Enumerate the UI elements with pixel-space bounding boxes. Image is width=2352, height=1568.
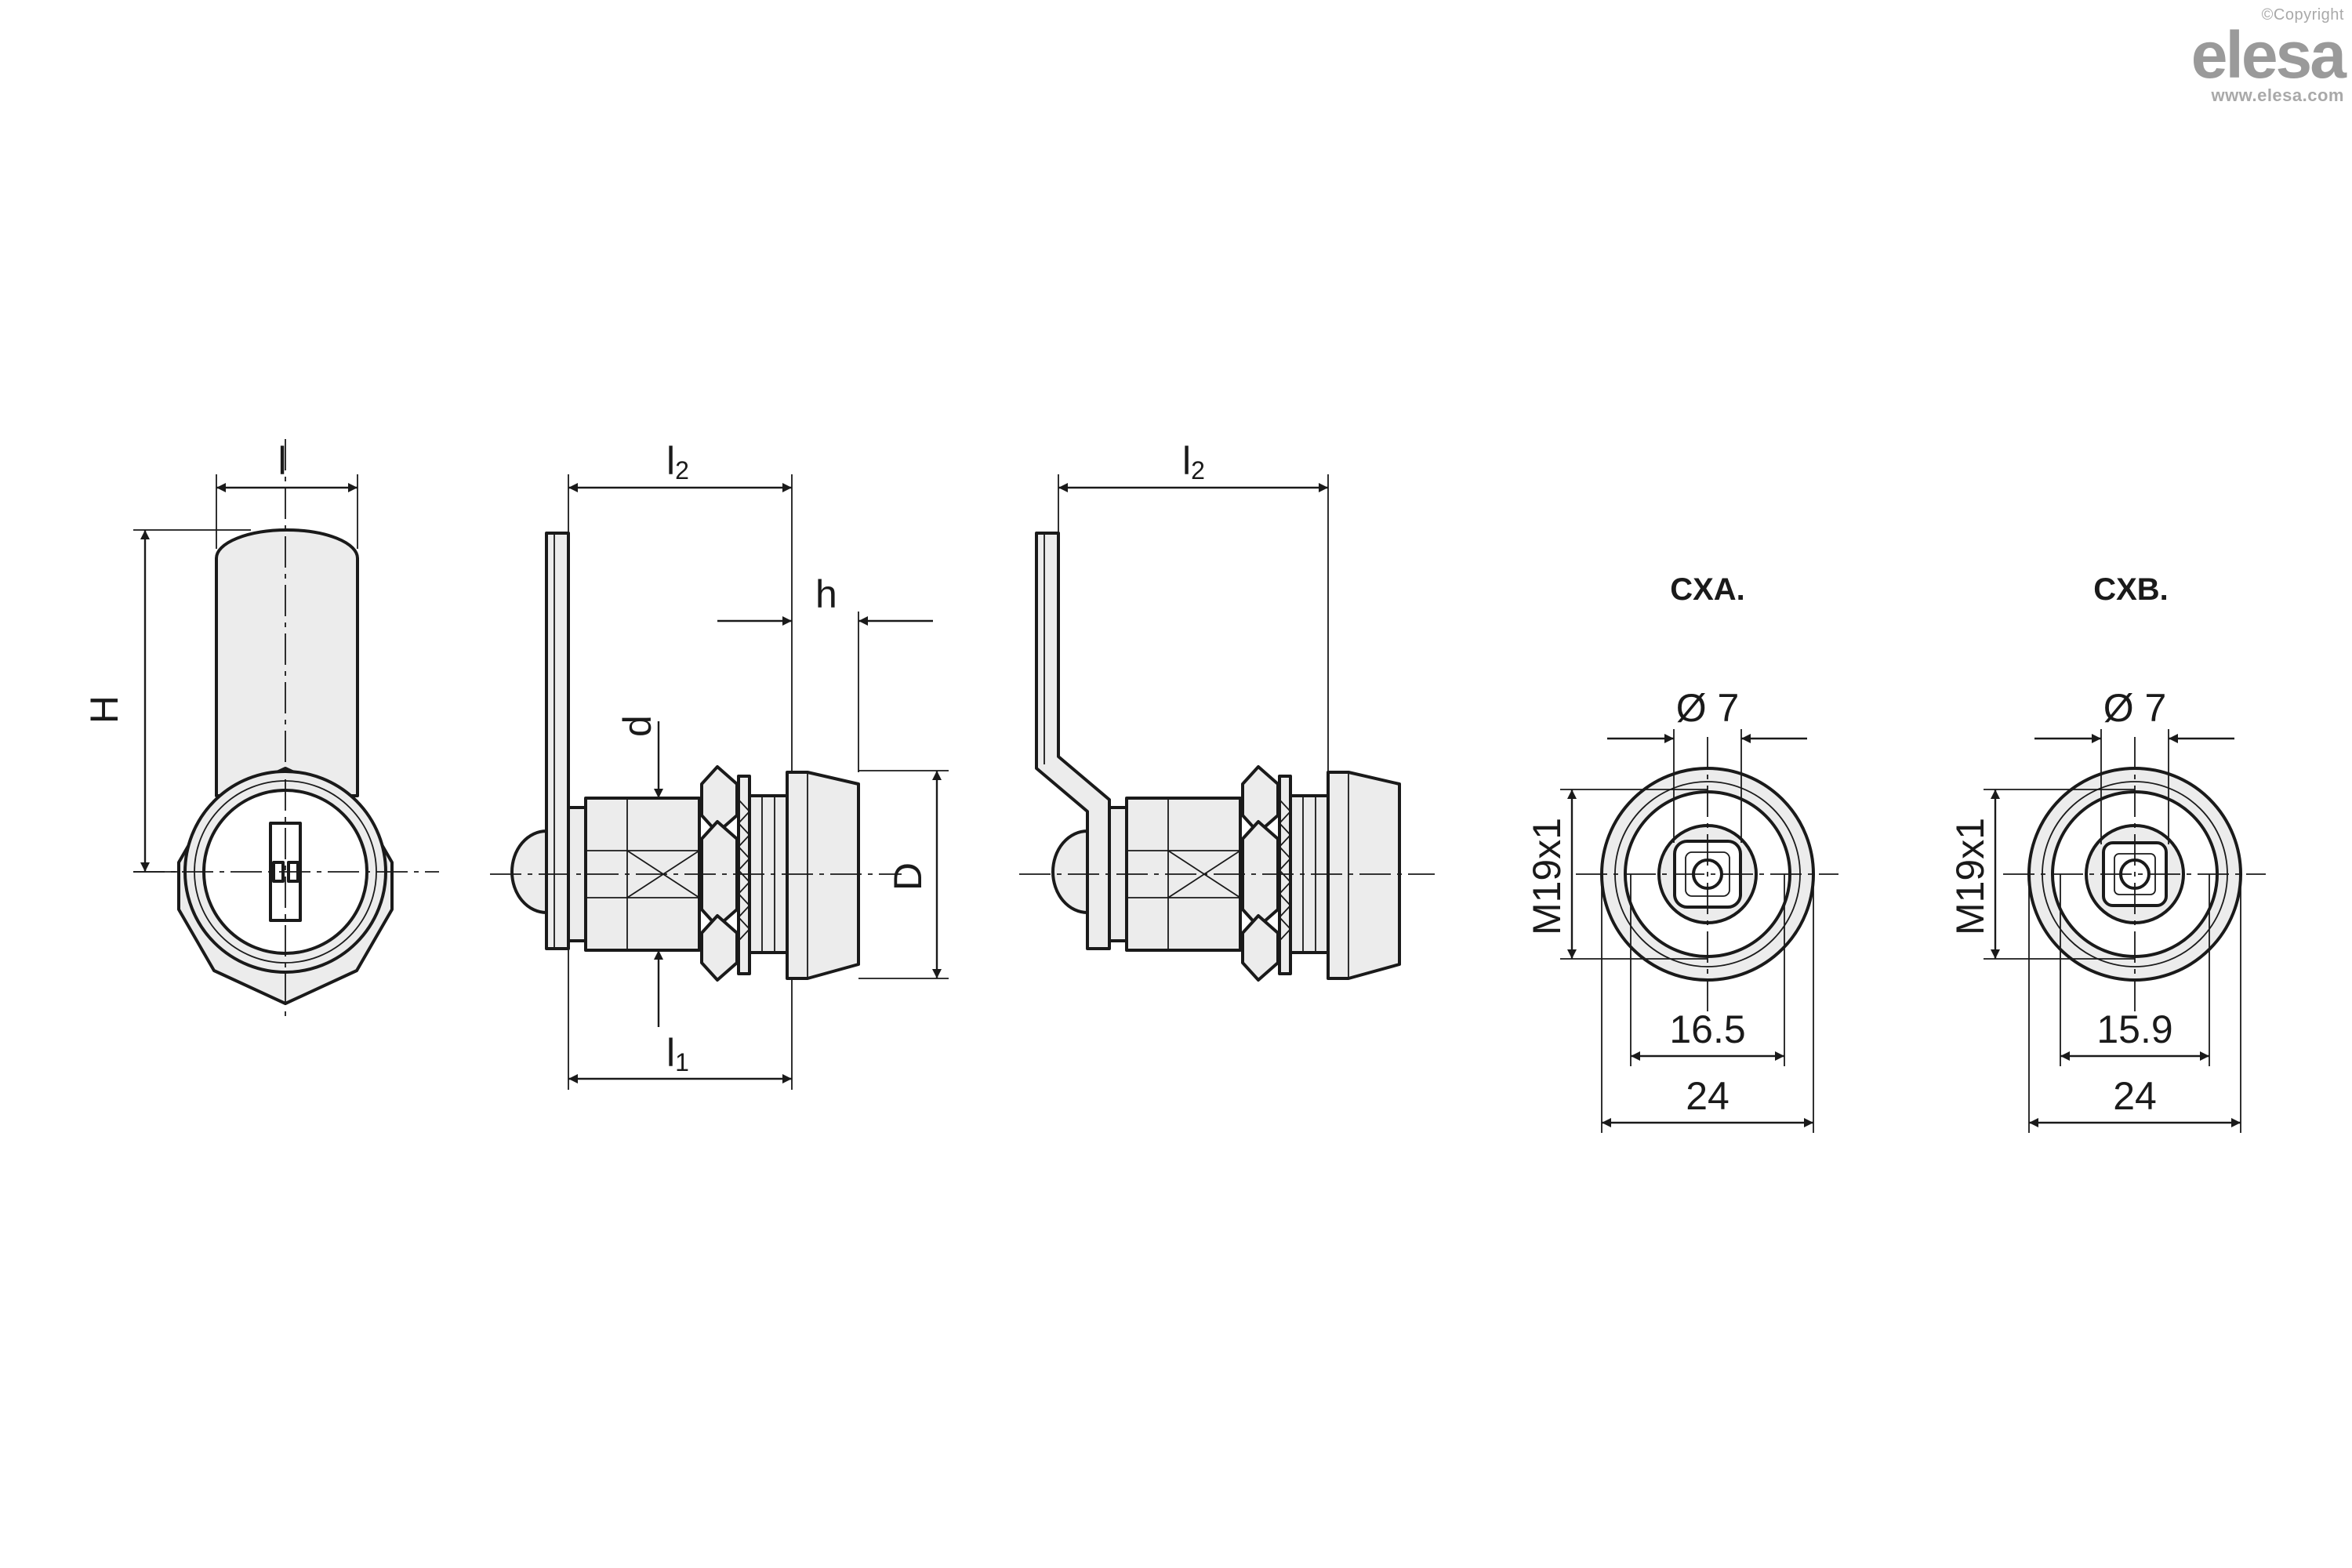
cxb-view — [1984, 729, 2266, 1133]
copyright-text: ©Copyright — [2261, 6, 2344, 24]
cxa-outer-dim: 24 — [1686, 1074, 1730, 1118]
cxb-hole-diameter: Ø 7 — [2103, 686, 2167, 730]
label-D: D — [886, 862, 930, 891]
label-l1: l1 — [666, 1031, 689, 1076]
cxb-title: CXB. — [2093, 572, 2169, 607]
front-cap-cranked — [1327, 771, 1401, 980]
lever-front — [215, 528, 359, 797]
brand-block: ©Copyright elesa www.elesa.com — [2172, 6, 2347, 106]
website-url: www.elesa.com — [2211, 85, 2344, 105]
screw-head — [510, 829, 548, 914]
label-d: d — [615, 715, 659, 737]
cxb-inner-dim: 15.9 — [2096, 1007, 2172, 1051]
front-cap-straight — [786, 771, 860, 980]
cxb-outer-dim: 24 — [2113, 1074, 2157, 1118]
cxb-thread: M19x1 — [1948, 818, 1992, 935]
side-view-cranked — [1019, 474, 1435, 982]
cam-cranked — [1035, 532, 1111, 950]
cxa-title: CXA. — [1670, 572, 1745, 607]
cxa-thread: M19x1 — [1525, 818, 1569, 935]
cam-plate-straight — [545, 532, 570, 950]
elesa-logo: elesa — [2190, 18, 2347, 92]
cxa-view — [1560, 729, 1838, 1133]
label-l-front: l — [278, 439, 286, 483]
label-h: h — [815, 572, 837, 616]
front-view — [133, 439, 439, 1019]
side-view-straight — [490, 474, 949, 1090]
label-l2-cranked: l2 — [1182, 439, 1205, 485]
label-H: H — [82, 695, 126, 724]
label-l2-straight: l2 — [666, 439, 689, 485]
cxa-inner-dim: 16.5 — [1669, 1007, 1745, 1051]
cxa-hole-diameter: Ø 7 — [1676, 686, 1740, 730]
